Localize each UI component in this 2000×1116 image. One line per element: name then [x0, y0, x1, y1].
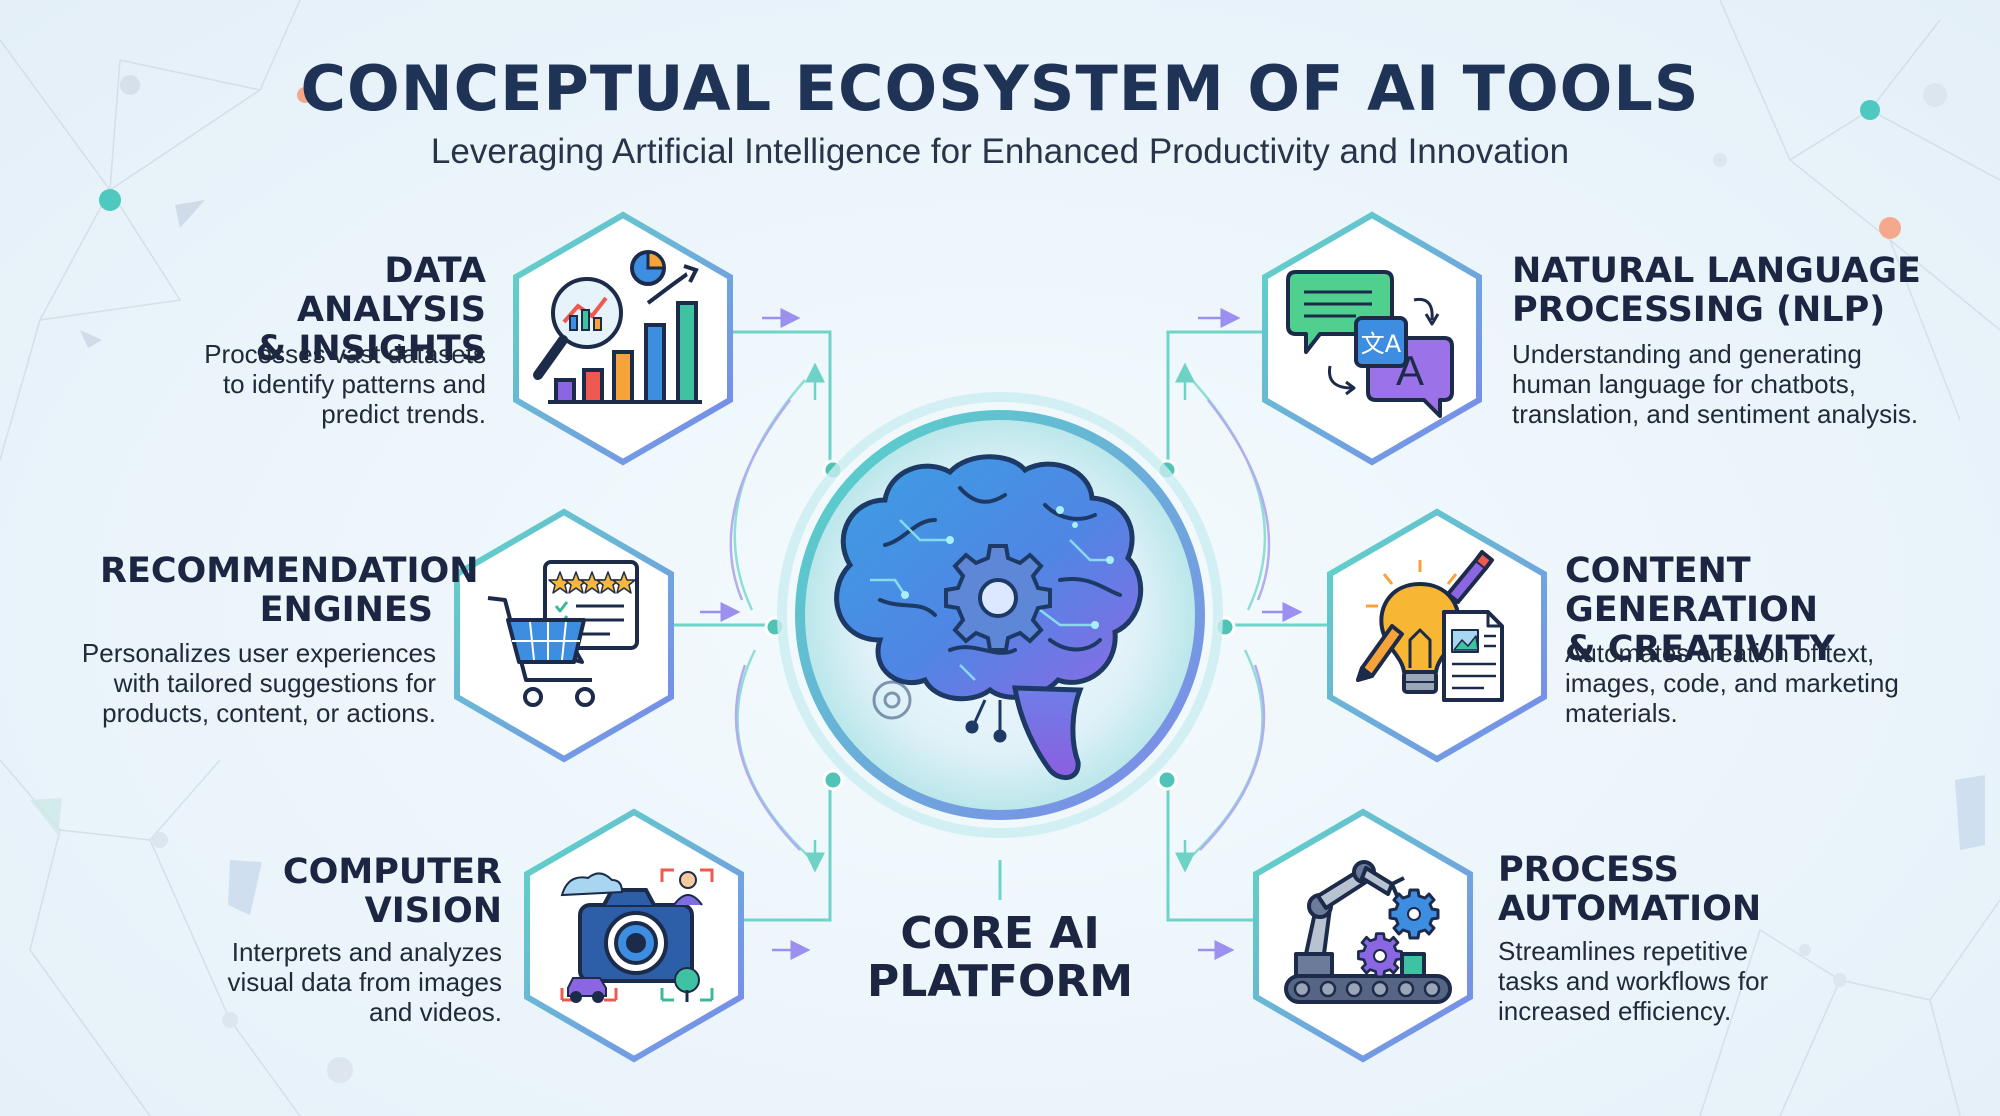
tool-desc-line: Processes vast datasets: [204, 339, 486, 369]
tool-title-line: COMPUTER: [282, 852, 502, 892]
tool-title-nlp: NATURAL LANGUAGE PROCESSING (NLP): [1512, 252, 1932, 330]
tool-title-line: DATA ANALYSIS: [296, 251, 486, 330]
tool-desc-line: Interprets and analyzes: [231, 937, 502, 967]
chat-translate-icon: A 文A: [1286, 270, 1454, 418]
tool-desc-line: Automates creation of text,: [1565, 638, 1875, 668]
tool-desc-line: predict trends.: [321, 399, 486, 429]
lightbulb-document-icon: [1356, 550, 1504, 702]
tool-title-line: NATURAL LANGUAGE: [1512, 251, 1921, 291]
tool-desc-data-analysis: Processes vast datasets to identify patt…: [160, 339, 486, 429]
tool-desc-line: images, code, and marketing: [1565, 668, 1899, 698]
tool-title-line: VISION: [364, 891, 502, 931]
core-label-line: CORE AI: [900, 908, 1100, 959]
shopping-cart-icon: [487, 560, 639, 707]
small-gear-icon: [872, 680, 912, 720]
gear-icon: [944, 544, 1052, 652]
tool-title-line: PROCESSING (NLP): [1512, 290, 1886, 330]
core-platform-label: CORE AI PLATFORM: [850, 910, 1150, 1006]
flow-arrows: [700, 308, 1303, 960]
tool-title-line: & INSIGHTS: [255, 329, 486, 369]
brain-icon: [834, 454, 1144, 780]
tool-title-content-generation: CONTENT GENERATION & CREATIVITY: [1565, 552, 1985, 669]
core-ai-platform: [777, 392, 1223, 838]
camera-icon: [560, 868, 714, 1003]
tool-title-line: & CREATIVITY: [1565, 629, 1835, 669]
tool-desc-content-generation: Automates creation of text, images, code…: [1565, 638, 1965, 728]
tool-desc-line: materials.: [1565, 698, 1678, 728]
tool-desc-computer-vision: Interprets and analyzes visual data from…: [180, 937, 502, 1027]
tool-desc-line: products, content, or actions.: [102, 698, 436, 728]
tool-desc-line: and videos.: [369, 997, 502, 1027]
tool-title-data-analysis: DATA ANALYSIS & INSIGHTS: [200, 252, 486, 369]
tool-desc-nlp: Understanding and generating human langu…: [1512, 339, 1932, 429]
tool-title-line: AUTOMATION: [1498, 889, 1762, 929]
robot-arm-icon: [1284, 860, 1452, 1004]
tool-desc-line: Streamlines repetitive: [1498, 936, 1748, 966]
tool-title-computer-vision: COMPUTER VISION: [200, 853, 502, 931]
core-label-line: PLATFORM: [866, 956, 1134, 1007]
tool-title-process-automation: PROCESS AUTOMATION: [1498, 851, 1898, 929]
tool-desc-line: translation, and sentiment analysis.: [1512, 399, 1919, 429]
tool-desc-line: Understanding and generating: [1512, 339, 1862, 369]
tool-title-recommendation: RECOMMENDATION ENGINES: [100, 551, 479, 630]
signal-arcs: [729, 379, 1271, 866]
page-title: CONCEPTUAL ECOSYSTEM OF AI TOOLS: [300, 52, 1700, 125]
tool-title-line: ENGINES: [259, 590, 433, 630]
connector-lines: [665, 330, 1335, 922]
tool-desc-line: visual data from images: [227, 967, 502, 997]
tool-desc-recommendation: Personalizes user experiences with tailo…: [60, 638, 436, 728]
tool-title-line: CONTENT GENERATION: [1565, 551, 1819, 630]
tool-desc-line: human language for chatbots,: [1512, 369, 1857, 399]
tool-desc-line: Personalizes user experiences: [81, 638, 436, 668]
page-subtitle: Leveraging Artificial Intelligence for E…: [430, 132, 1570, 171]
tool-desc-line: with tailored suggestions for: [113, 668, 436, 698]
tool-title-line: PROCESS: [1498, 850, 1679, 890]
svg-text:文A: 文A: [1361, 330, 1402, 358]
tool-desc-line: tasks and workflows for: [1498, 966, 1769, 996]
tool-desc-line: increased efficiency.: [1498, 996, 1732, 1026]
tool-title-line: RECOMMENDATION: [100, 551, 479, 591]
tool-desc-process-automation: Streamlines repetitive tasks and workflo…: [1498, 936, 1898, 1026]
data-analysis-icon: [533, 250, 702, 404]
tool-desc-line: to identify patterns and: [222, 369, 486, 399]
